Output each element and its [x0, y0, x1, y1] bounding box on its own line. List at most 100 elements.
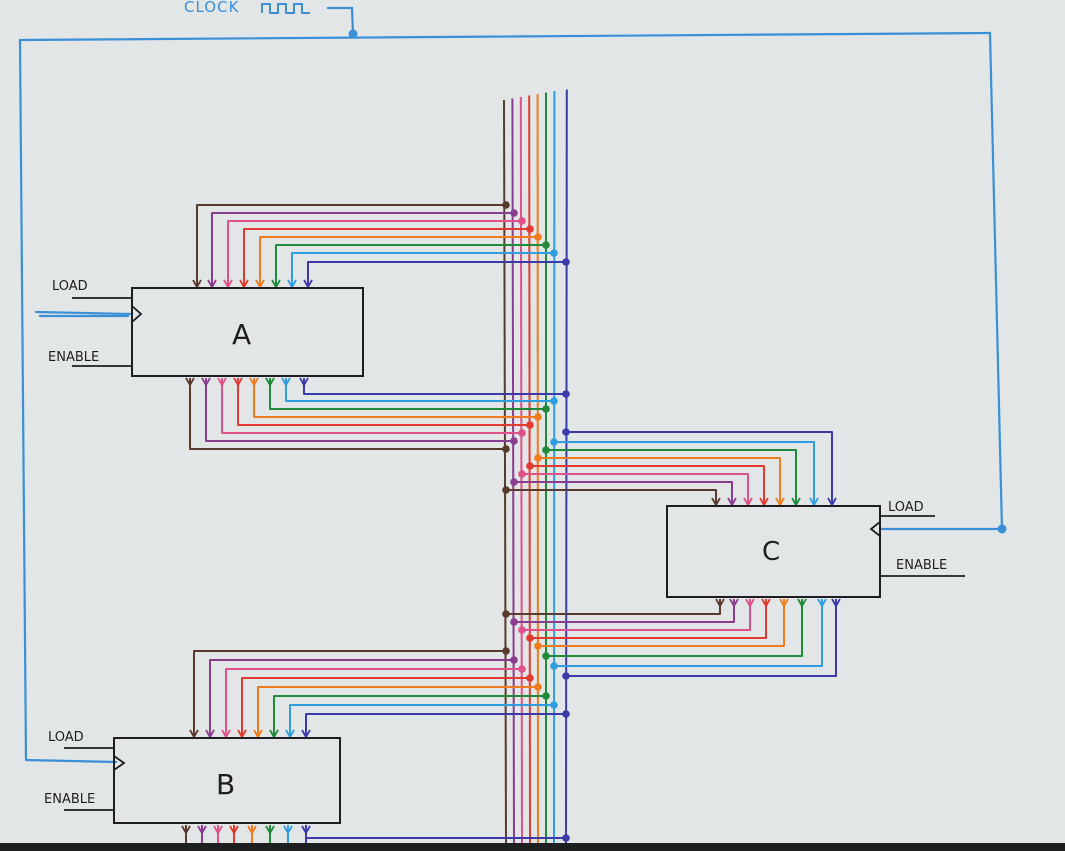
wire-arrow — [745, 598, 755, 608]
bus-wire — [209, 659, 514, 736]
bus-junction-dot — [542, 446, 550, 454]
wire-arrow — [249, 377, 259, 387]
wire-arrow — [301, 825, 311, 835]
bus-junction-dot — [510, 209, 518, 217]
clock-to-b — [24, 758, 118, 764]
register-wiring — [181, 201, 841, 843]
bus-wire — [554, 599, 823, 667]
bus-junction-dot — [518, 429, 526, 437]
wire-arrow — [247, 825, 257, 835]
wire-arrow — [265, 377, 275, 387]
bus-line — [503, 99, 507, 844]
register-a-load-label: LOAD — [52, 279, 88, 294]
register-b-clock-triangle — [113, 755, 126, 771]
bus-junction-dot — [542, 405, 550, 413]
wire-arrow — [797, 598, 807, 608]
wire-arrow — [299, 377, 309, 387]
wire-arrow — [233, 377, 243, 387]
wire-arrow — [281, 377, 291, 387]
wire-arrow — [229, 825, 239, 835]
bus-junction-dot — [534, 233, 542, 241]
bus-junction-dot — [518, 217, 526, 225]
bus-wire — [221, 378, 522, 434]
bus-junction-dot — [502, 201, 510, 209]
bus-junction-dot — [510, 437, 518, 445]
bus-wire — [243, 228, 530, 286]
bus-junction-dot — [518, 626, 526, 634]
bus-wire — [305, 713, 566, 736]
bus-junction-dot — [550, 249, 558, 257]
bus-wire — [273, 695, 546, 736]
wire-arrow — [729, 598, 739, 608]
bus-junction-dot — [562, 428, 570, 436]
register-c-enable-label: ENABLE — [896, 558, 947, 573]
wire-arrow — [181, 825, 191, 835]
register-a: A LOAD ENABLE — [48, 279, 364, 377]
bus-junction-dot — [502, 647, 510, 655]
bus-wire — [253, 378, 538, 418]
wire-arrow — [265, 825, 275, 835]
bus-wire — [196, 204, 506, 286]
bus-wire — [275, 244, 546, 286]
bus-wire — [257, 686, 538, 736]
bus-wire — [289, 704, 554, 736]
bus-junction-dot — [542, 692, 550, 700]
register-c-clock-triangle — [869, 521, 881, 537]
bottom-edge-strip — [0, 843, 1065, 851]
register-c-load-label: LOAD — [888, 500, 924, 515]
bus-junction-dot — [534, 642, 542, 650]
bus-wire — [189, 378, 506, 450]
bus-wire — [269, 378, 546, 410]
clock-loop-right — [988, 31, 1004, 532]
bus-wire — [530, 465, 765, 504]
bus-junction-dot — [526, 421, 534, 429]
bus-junction-dot — [518, 470, 526, 478]
bus-junction-dot — [562, 710, 570, 718]
clock-loop-left — [18, 38, 28, 762]
register-c-box — [666, 505, 881, 598]
bus-wire — [514, 481, 733, 504]
bus-wire — [303, 378, 566, 395]
bus-junction-dot — [510, 656, 518, 664]
clock-to-a — [34, 310, 132, 316]
bus-wire — [546, 599, 803, 657]
bus-junction-dot — [502, 610, 510, 618]
bus-wire — [291, 252, 554, 286]
bus-junction-dot — [526, 462, 534, 470]
bus-wire — [211, 212, 514, 286]
wire-arrow — [283, 825, 293, 835]
clock-wave-icon — [261, 3, 310, 14]
bus-wire — [307, 261, 566, 286]
bus-junction-dot — [562, 258, 570, 266]
bus-junction-dot — [526, 634, 534, 642]
wire-arrow — [715, 598, 725, 608]
wire-arrow — [761, 598, 771, 608]
bus-line — [519, 96, 523, 844]
bus-junction-dot — [534, 413, 542, 421]
bus-junction-dot — [550, 701, 558, 709]
bus-wire — [522, 473, 749, 504]
register-a-box — [131, 287, 364, 377]
bus-wire — [193, 650, 506, 736]
bus-wire — [241, 677, 530, 736]
bus-junction-dot — [518, 665, 526, 673]
bus-wire — [506, 599, 721, 615]
bus-junction-dot — [562, 390, 570, 398]
clock-label: CLOCK — [184, 0, 240, 16]
bus-junction-dot — [550, 397, 558, 405]
bus-junction-dot — [562, 834, 570, 842]
clock-wiring — [18, 6, 1007, 764]
clock-loop-top — [18, 31, 992, 42]
bus-wire — [538, 599, 785, 647]
register-b-name: B — [216, 768, 235, 801]
clock-feed-line — [326, 6, 355, 36]
bus-junction-dot — [542, 652, 550, 660]
bus-wire — [205, 378, 514, 442]
register-b-enable-label: ENABLE — [44, 792, 95, 807]
register-b: B LOAD ENABLE — [44, 730, 341, 824]
register-a-name: A — [232, 318, 251, 351]
bus-junction-dot — [526, 674, 534, 682]
bus-junction-dot — [542, 241, 550, 249]
bus-wire — [225, 668, 522, 736]
